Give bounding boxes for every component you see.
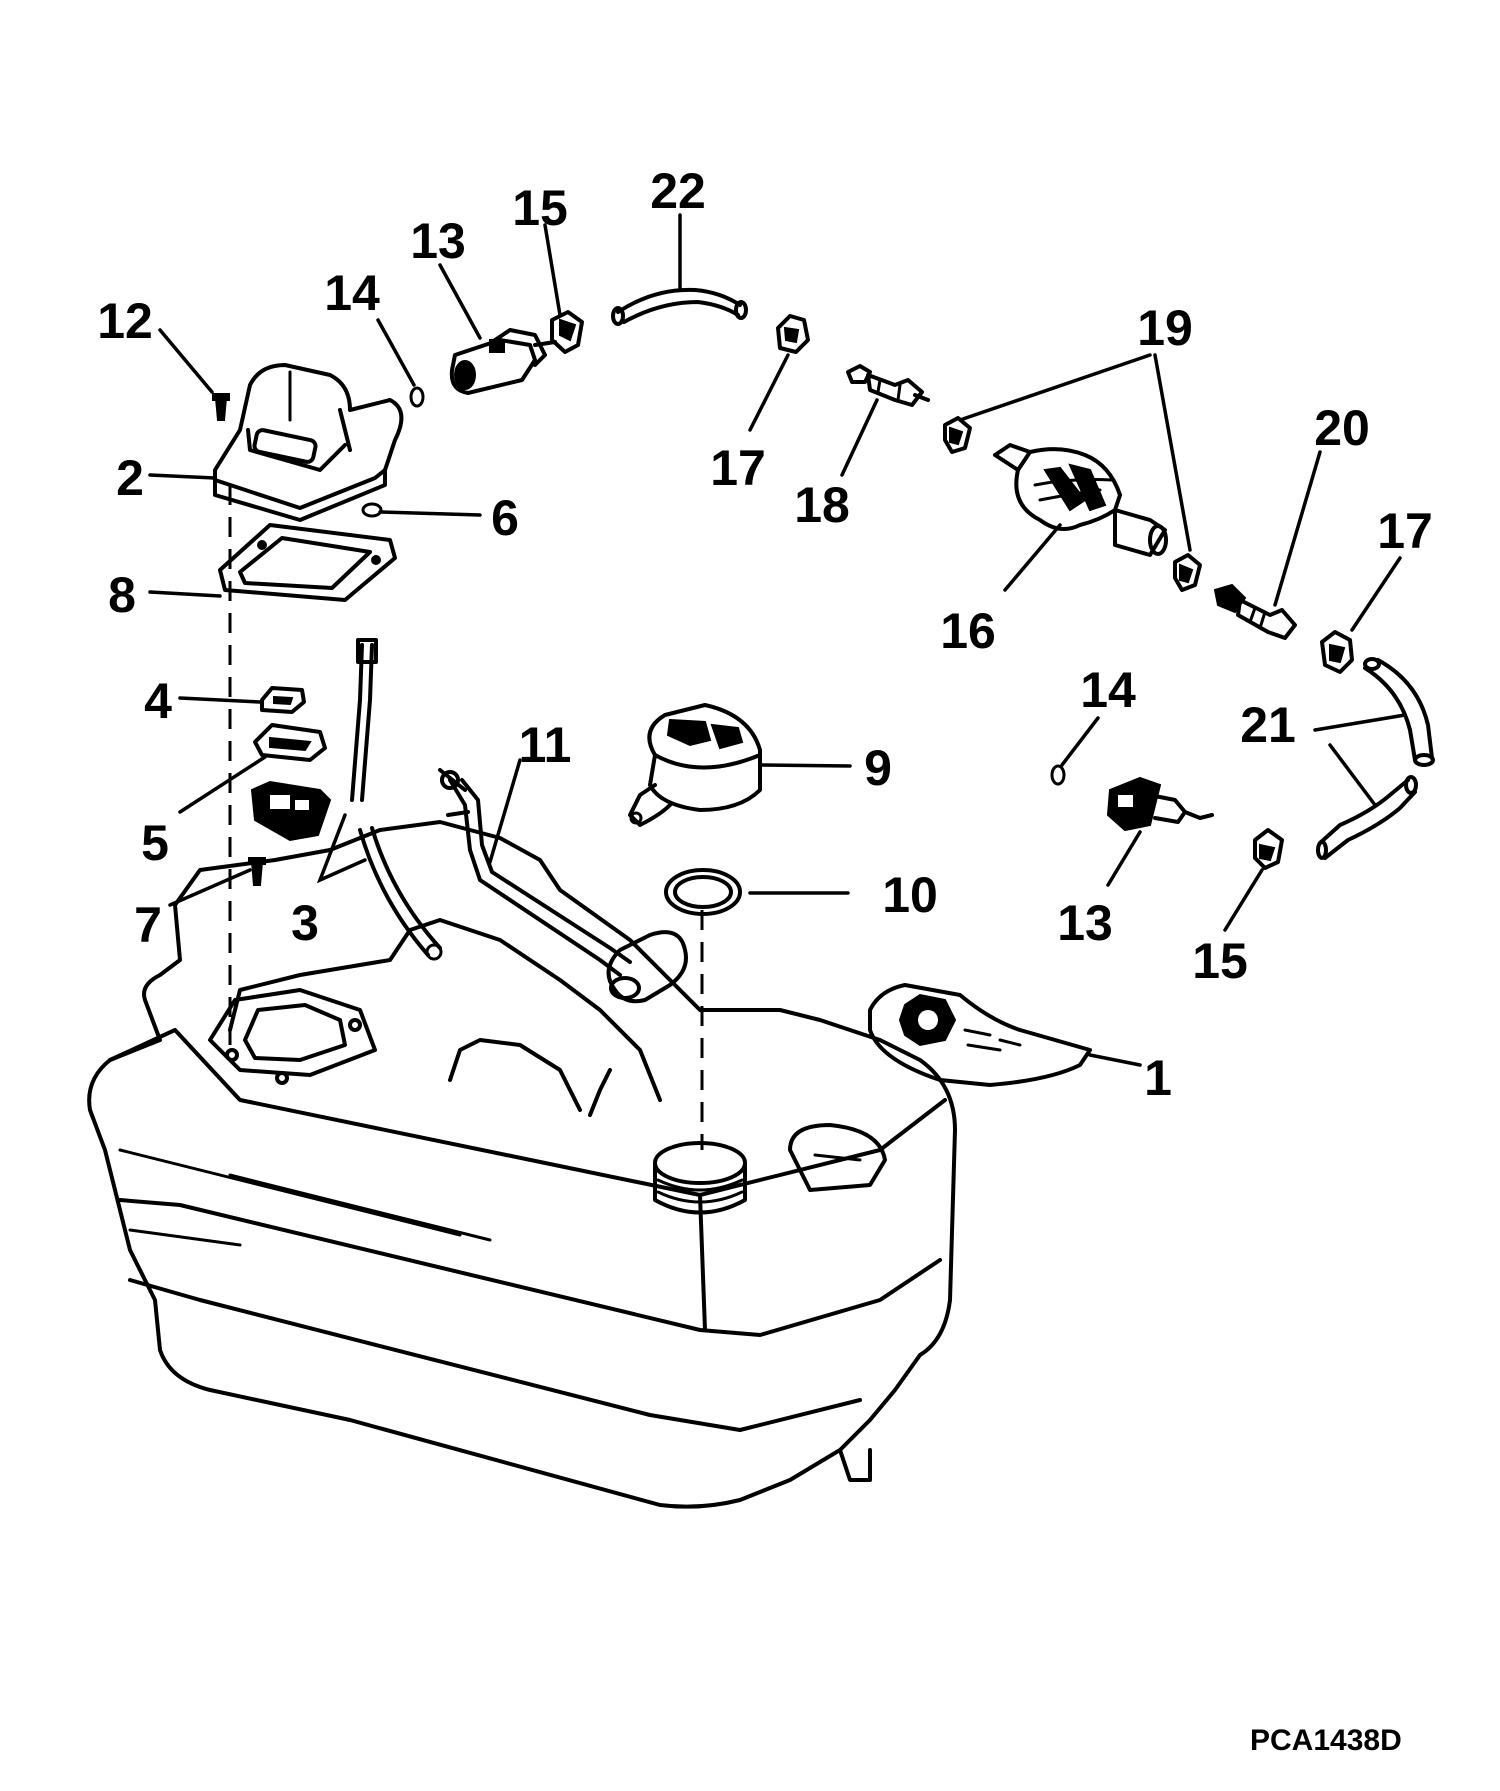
callout-17-right: 17 (1377, 503, 1433, 559)
callout-20: 20 (1314, 400, 1370, 456)
leader-14b (1060, 716, 1100, 767)
callout-13-right: 13 (1057, 895, 1113, 951)
leader-8 (148, 590, 222, 598)
leader-lines (148, 213, 1407, 1067)
o-ring-6 (361, 502, 383, 518)
callout-21: 21 (1240, 697, 1296, 753)
screw-7 (248, 857, 266, 886)
gasket-8 (218, 523, 397, 602)
callout-6: 6 (491, 490, 519, 546)
leader-9 (758, 763, 852, 768)
callout-22: 22 (650, 163, 706, 219)
leader-15a (543, 223, 562, 317)
leader-20 (1273, 450, 1322, 607)
callout-19: 19 (1137, 300, 1193, 356)
hose-3 (350, 638, 443, 961)
leader-1 (1088, 1053, 1142, 1067)
leader-14a (376, 318, 416, 387)
leader-18 (840, 398, 879, 477)
connector-13-top (449, 328, 557, 395)
screw-12 (212, 393, 230, 421)
callout-2: 2 (116, 450, 144, 506)
fuel-gauge-float-11 (438, 768, 688, 1004)
hose-21-lower (1316, 775, 1418, 860)
hose-22 (611, 287, 748, 326)
fuel-tank (87, 820, 957, 1509)
primer-bulb-16 (993, 443, 1168, 557)
callout-15-right: 15 (1192, 933, 1248, 989)
clamp-15-right (1253, 828, 1284, 870)
leader-2 (148, 473, 217, 480)
callout-8: 8 (108, 567, 136, 623)
leader-4 (178, 696, 262, 704)
decal-1 (868, 983, 1092, 1087)
leader-3 (316, 813, 367, 884)
leader-12 (158, 328, 214, 394)
part-5 (253, 723, 327, 762)
leader-13a (438, 263, 482, 340)
leader-21b (1328, 743, 1377, 807)
leader-11 (488, 758, 522, 864)
fuel-cap-9 (628, 703, 762, 827)
leader-7 (168, 868, 252, 907)
callout-5: 5 (141, 815, 169, 871)
callout-11: 11 (519, 717, 572, 773)
clamp-15-top (550, 310, 584, 354)
leader-21a (1313, 713, 1407, 732)
leader-16 (1003, 523, 1062, 592)
callout-16: 16 (940, 603, 996, 659)
leader-19b (1153, 353, 1192, 552)
fitting-20 (1213, 583, 1297, 640)
callout-14-top: 14 (324, 265, 380, 321)
o-ring-14-right (1050, 764, 1066, 786)
part-4 (260, 686, 306, 714)
callout-17-top: 17 (710, 440, 766, 496)
callout-13-top: 13 (410, 213, 466, 269)
clamp-19-left (943, 416, 972, 454)
hose-21-upper (1363, 657, 1435, 767)
callout-4: 4 (144, 673, 172, 729)
callout-12: 12 (97, 293, 153, 349)
leader-17b (1350, 556, 1402, 632)
callout-7: 7 (134, 897, 162, 953)
callout-15-top: 15 (512, 180, 568, 236)
leader-19a (958, 353, 1152, 422)
callout-10: 10 (882, 867, 938, 923)
callout-9: 9 (864, 740, 892, 796)
leader-5 (178, 755, 267, 814)
fitting-18 (846, 364, 930, 407)
leader-13b (1106, 830, 1142, 887)
callout-1: 1 (1144, 1050, 1172, 1106)
o-ring-14-top (409, 386, 425, 408)
leader-15b (1223, 868, 1264, 932)
filter-block (250, 780, 332, 842)
leader-6 (378, 510, 482, 517)
o-ring-10 (664, 868, 742, 916)
connector-13-right (1106, 776, 1214, 832)
callout-18: 18 (794, 477, 850, 533)
clamp-19-right (1173, 553, 1202, 592)
clamp-17-top (776, 314, 810, 354)
drawing-code: PCA1438D (1250, 1724, 1402, 1757)
callout-3: 3 (291, 895, 319, 951)
leader-17a (748, 353, 790, 432)
callout-14-right: 14 (1080, 662, 1136, 718)
clamp-17-right (1320, 630, 1354, 674)
pickup-housing (213, 363, 404, 522)
callout-labels: 1 2 3 4 5 6 7 8 9 10 11 12 13 13 14 14 1… (97, 163, 1433, 1106)
